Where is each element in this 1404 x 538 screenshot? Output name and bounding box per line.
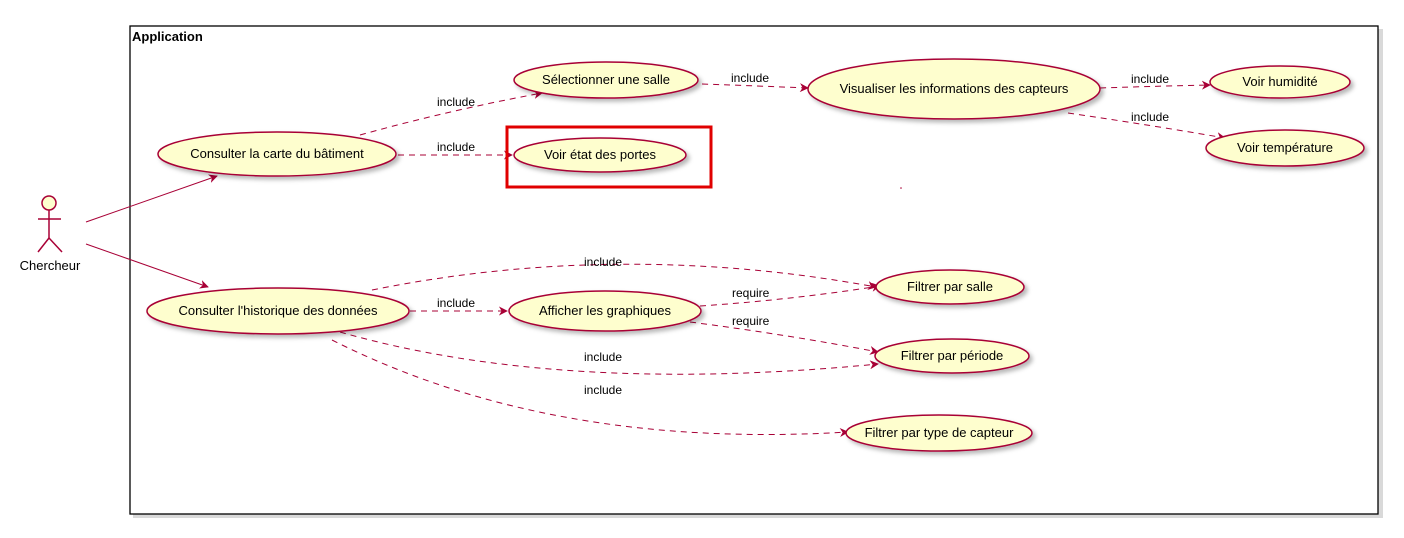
usecase-consulter-historique[interactable]: Consulter l'historique des données [146,287,410,335]
usecase-filtrer-periode[interactable]: Filtrer par période [874,338,1030,374]
usecase-voir-portes-label: Voir état des portes [544,147,657,162]
label-carte-salle: include [437,95,475,109]
usecase-voir-portes[interactable]: Voir état des portes [513,137,687,173]
label-historique-salle: include [584,255,622,269]
usecase-selectionner-salle-label: Sélectionner une salle [542,72,670,87]
usecase-filtrer-type-label: Filtrer par type de capteur [865,425,1015,440]
usecase-consulter-carte[interactable]: Consulter la carte du bâtiment [157,131,397,177]
usecase-voir-humidite-label: Voir humidité [1242,74,1317,89]
label-salle-capteurs: include [731,71,769,85]
edge-capteurs-humidite [1099,80,1211,90]
use-cases: Consulter la carte du bâtiment Consulter… [146,58,1365,452]
usecase-voir-humidite[interactable]: Voir humidité [1209,65,1351,99]
usecase-consulter-carte-label: Consulter la carte du bâtiment [190,146,364,161]
usecase-filtrer-salle[interactable]: Filtrer par salle [875,269,1025,305]
actor-head-icon [41,195,57,211]
actor-left-leg-icon [37,237,50,253]
label-historique-type: include [584,383,622,397]
usecase-afficher-graphiques[interactable]: Afficher les graphiques [508,290,702,332]
association-carte [85,174,218,223]
system-boundary: Application [129,25,1383,518]
label-historique-periode: include [584,350,622,364]
label-graphiques-periode: require [732,314,770,328]
edge-historique-salle [371,263,877,291]
edge-graphiques-periode [689,321,879,355]
actor-chercheur[interactable]: Chercheur [20,195,81,273]
actor-name: Chercheur [20,258,81,273]
label-capteurs-temperature: include [1131,110,1169,124]
label-carte-portes: include [437,140,475,154]
edge-capteurs-temperature [1067,112,1226,142]
usecase-filtrer-salle-label: Filtrer par salle [907,279,993,294]
usecase-visualiser-capteurs[interactable]: Visualiser les informations des capteurs [807,58,1101,120]
usecase-voir-temperature[interactable]: Voir température [1205,129,1365,167]
stray-dot [900,187,902,189]
system-title: Application [132,29,203,44]
edge-carte-salle [359,90,543,136]
usecase-visualiser-capteurs-label: Visualiser les informations des capteurs [840,81,1069,96]
highlight-box [505,125,713,189]
edge-graphiques-salle [699,282,881,307]
label-historique-graphiques: include [437,296,475,310]
usecase-afficher-graphiques-label: Afficher les graphiques [539,303,672,318]
usecase-voir-temperature-label: Voir température [1237,140,1333,155]
associations [85,174,218,289]
edge-salle-capteurs [701,83,809,93]
usecase-selectionner-salle[interactable]: Sélectionner une salle [513,61,699,99]
relationship-edges [331,80,1226,437]
edge-labels: include include include include include … [437,71,1169,397]
edge-historique-periode [339,331,879,375]
usecase-consulter-historique-label: Consulter l'historique des données [178,303,378,318]
label-graphiques-salle: require [732,286,770,300]
association-historique [85,243,209,289]
system-frame [129,25,1379,515]
usecase-filtrer-type[interactable]: Filtrer par type de capteur [845,414,1033,452]
label-capteurs-humidite: include [1131,72,1169,86]
actor-right-leg-icon [48,237,63,253]
usecase-filtrer-periode-label: Filtrer par période [901,348,1004,363]
edge-historique-type [331,339,849,437]
